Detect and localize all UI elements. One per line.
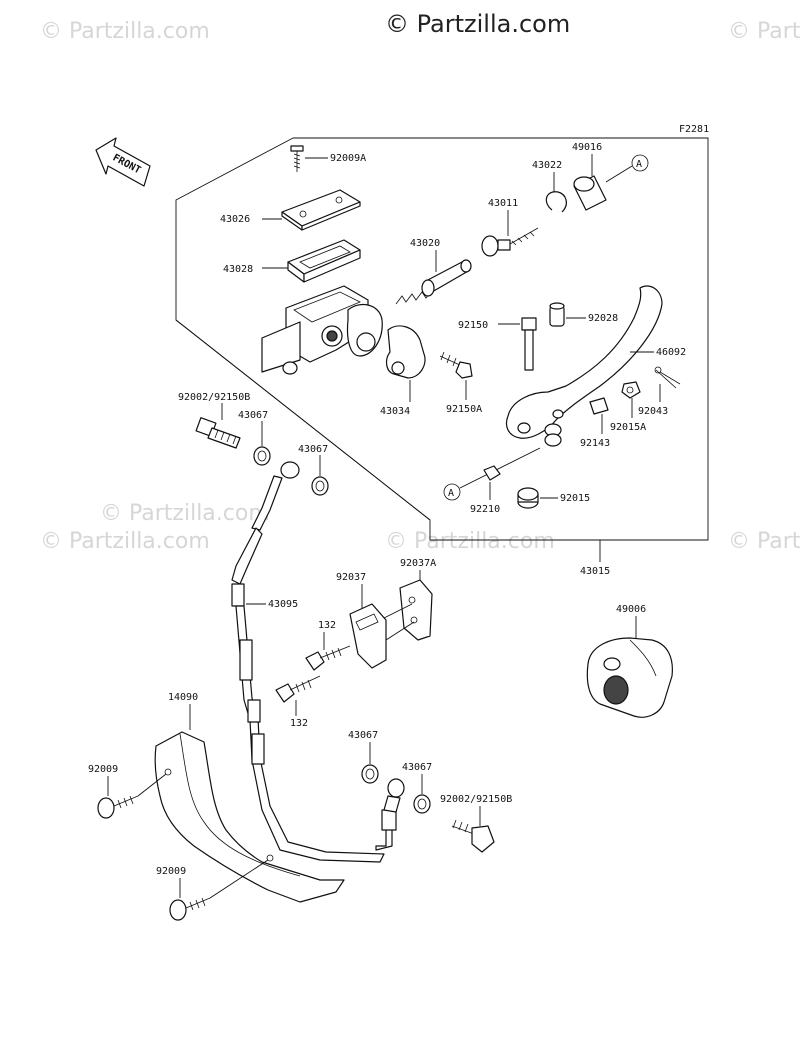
pin-92043-icon — [654, 366, 681, 389]
label-43026: 43026 — [220, 214, 250, 225]
label-92150A: 92150A — [446, 404, 482, 415]
collar-92028-icon — [549, 302, 565, 327]
guard-14090-icon — [154, 731, 345, 903]
label-43034: 43034 — [380, 406, 410, 417]
piston-spring-43020-icon — [395, 259, 472, 305]
brake-hose-43095-icon — [231, 461, 405, 863]
adjuster-92143-icon — [589, 397, 609, 415]
bracket-92037A-icon — [399, 579, 433, 641]
label-43015: 43015 — [580, 566, 610, 577]
boot-49016-icon — [573, 175, 607, 211]
label-43011: 43011 — [488, 198, 518, 209]
label-92009-a: 92009 — [88, 764, 118, 775]
label-132-b: 132 — [290, 718, 308, 729]
washer-43067-b-icon — [311, 476, 329, 496]
label-43067-d: 43067 — [402, 762, 432, 773]
push-rod-43011-icon — [481, 227, 539, 257]
ref-marker-a-bottom-label: A — [448, 488, 454, 499]
label-92009-b: 92009 — [156, 866, 186, 877]
banjo-bolt-top-icon — [195, 417, 241, 449]
master-cylinder-body-icon — [261, 285, 383, 375]
label-92150: 92150 — [458, 320, 488, 331]
label-92009A: 92009A — [330, 153, 366, 164]
label-49016: 49016 — [572, 142, 602, 153]
bolt-92150-icon — [521, 317, 537, 371]
bolt-92009-b-icon — [169, 897, 211, 921]
figure-code: F2281 — [679, 124, 709, 135]
switch-cover-49006-icon — [586, 637, 673, 718]
washer-43067-d-icon — [413, 794, 431, 814]
diaphragm-43028-icon — [287, 239, 361, 283]
watermark-top-right: © Partzilla.com — [728, 19, 800, 44]
label-92002-92150B-bot: 92002/92150B — [440, 794, 512, 805]
watermark-top: © Partzilla.com — [385, 10, 570, 38]
reservoir-cap-43026-icon — [281, 189, 361, 231]
label-43028: 43028 — [223, 264, 253, 275]
front-arrow-icon: FRONT — [95, 137, 151, 187]
clamp-43034-icon — [385, 325, 426, 379]
watermark-mid-right: © Partzilla.com — [728, 529, 800, 554]
label-43020: 43020 — [410, 238, 440, 249]
bolt-132-b-icon — [275, 675, 321, 703]
label-92028: 92028 — [588, 313, 618, 324]
label-92043: 92043 — [638, 406, 668, 417]
label-43067-a: 43067 — [238, 410, 268, 421]
watermark-mid-left: © Partzilla.com — [40, 529, 210, 554]
label-92210: 92210 — [470, 504, 500, 515]
washer-43067-a-icon — [253, 446, 271, 466]
bolt-92150A-icon — [439, 351, 473, 379]
label-92015: 92015 — [560, 493, 590, 504]
ref-marker-a-top — [631, 154, 649, 172]
label-43067-c: 43067 — [348, 730, 378, 741]
circlip-43022-icon — [545, 191, 567, 213]
bracket-92037-icon — [349, 603, 387, 669]
washer-43067-c-icon — [361, 764, 379, 784]
watermark-mid-left-2: © Partzilla.com — [100, 501, 270, 526]
banjo-bolt-bottom-icon — [451, 819, 495, 853]
nut-92015A-icon — [621, 381, 641, 399]
washer-lever-2-icon — [544, 433, 562, 447]
label-46092: 46092 — [656, 347, 686, 358]
label-92037A: 92037A — [400, 558, 436, 569]
label-49006: 49006 — [616, 604, 646, 615]
bolt-92009-a-icon — [97, 795, 139, 819]
label-14090: 14090 — [168, 692, 198, 703]
assembly-outline — [175, 137, 709, 541]
label-43095: 43095 — [268, 599, 298, 610]
nut-92015-icon — [517, 487, 539, 509]
watermark-top-left: © Partzilla.com — [40, 19, 210, 44]
ref-marker-a-bottom — [443, 483, 461, 501]
label-92002-92150B-top: 92002/92150B — [178, 392, 250, 403]
label-43022: 43022 — [532, 160, 562, 171]
screw-92009A-icon — [290, 145, 304, 172]
label-43067-b: 43067 — [298, 444, 328, 455]
label-92015A: 92015A — [610, 422, 646, 433]
ref-marker-a-top-label: A — [636, 159, 642, 170]
bolt-132-a-icon — [305, 645, 351, 671]
nut-92210-icon — [483, 465, 501, 481]
lever-46092-icon — [505, 285, 663, 439]
label-92143: 92143 — [580, 438, 610, 449]
label-132-a: 132 — [318, 620, 336, 631]
label-92037: 92037 — [336, 572, 366, 583]
watermark-mid-center: © Partzilla.com — [385, 529, 555, 554]
